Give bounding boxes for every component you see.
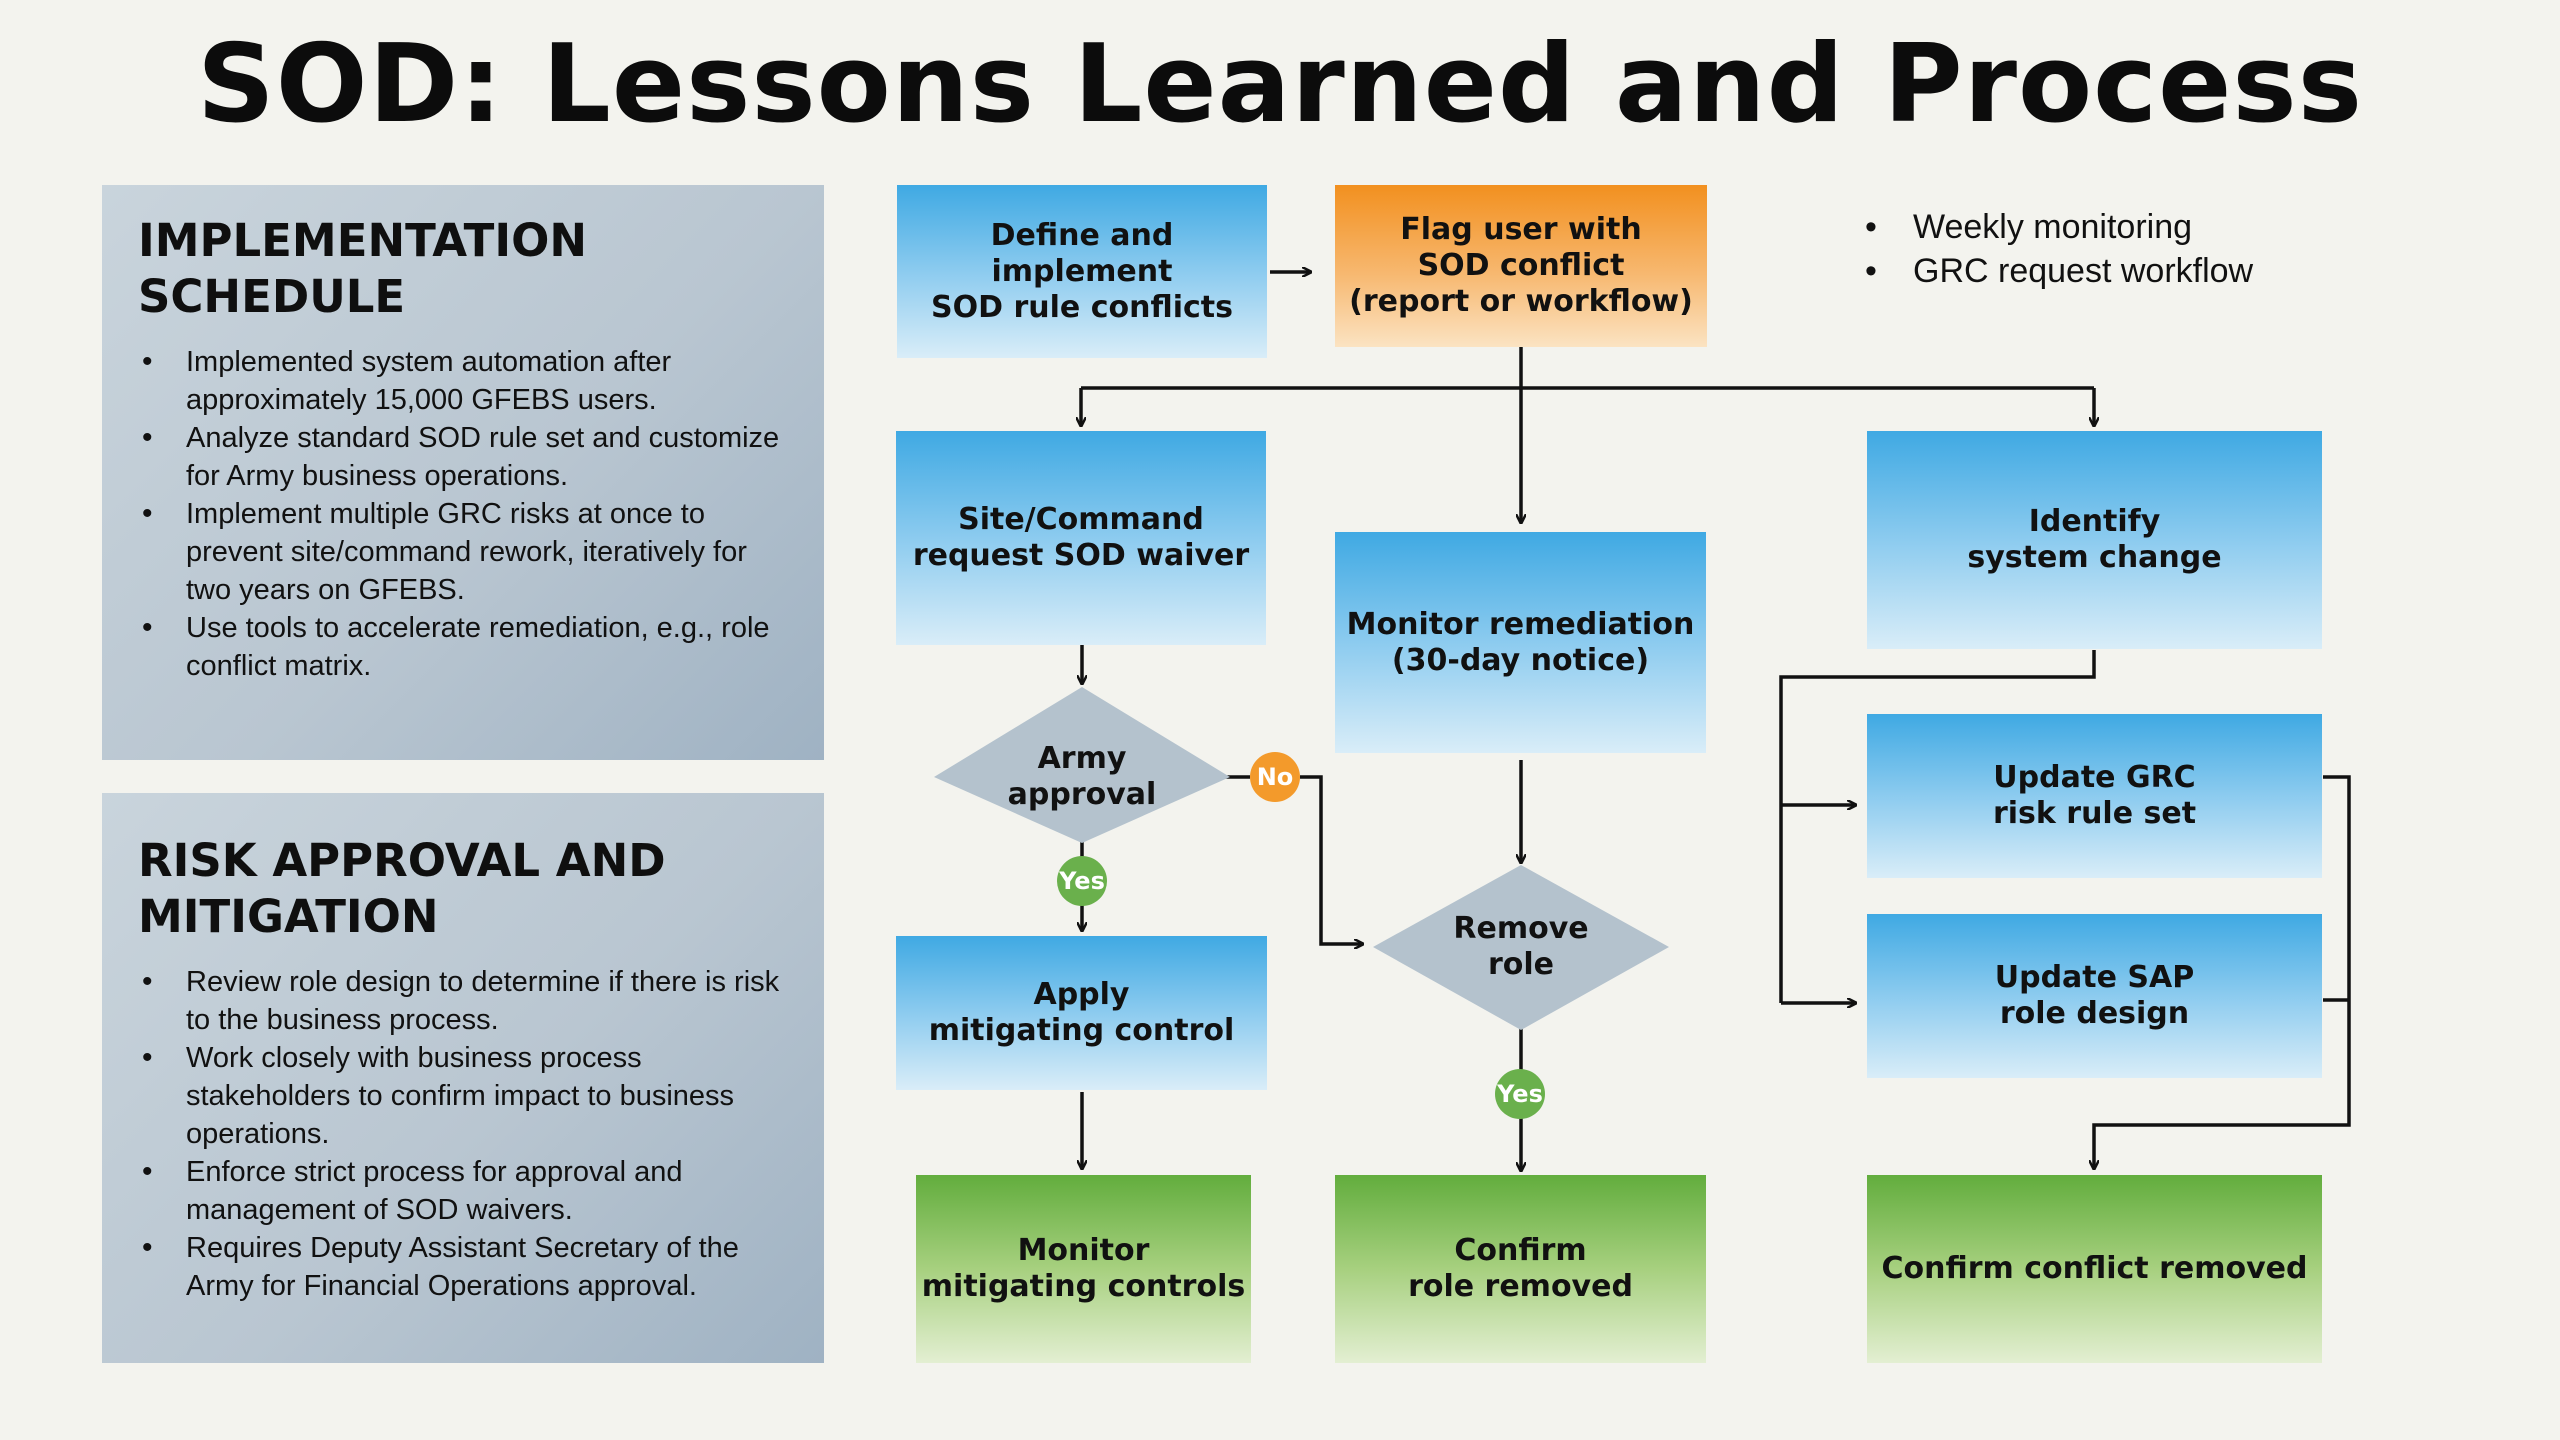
risk-list: Review role design to determine if there… (138, 963, 788, 1305)
apply-mitigating-control-box: Apply mitigating control (896, 936, 1267, 1090)
yes-badge-remove: Yes (1495, 1069, 1545, 1119)
define-sod-rules-box: Define and implement SOD rule conflicts (897, 185, 1267, 358)
army-approval-diamond (934, 687, 1230, 843)
line-identify-branch (1779, 650, 2096, 1003)
monitor-remediation-box: Monitor remediation (30-day notice) (1335, 532, 1706, 753)
implementation-heading: IMPLEMENTATION SCHEDULE (138, 214, 587, 323)
flag-user-box: Flag user with SOD conflict (report or w… (1335, 185, 1707, 347)
yes-badge-approval: Yes (1057, 856, 1107, 906)
list-item: Implement multiple GRC risks at once to … (138, 495, 788, 609)
arrow-updates-to-confirm (2094, 775, 2351, 1168)
update-sap-box: Update SAP role design (1867, 914, 2322, 1078)
list-item: Review role design to determine if there… (138, 963, 788, 1039)
list-item: Requires Deputy Assistant Secretary of t… (138, 1229, 788, 1305)
list-item: Weekly monitoring (1865, 205, 2253, 249)
no-badge: No (1250, 752, 1300, 802)
list-item: Implemented system automation after appr… (138, 343, 788, 419)
identify-system-change-box: Identify system change (1867, 431, 2322, 649)
army-approval-label: Army approval (1007, 741, 1157, 812)
implementation-schedule-panel: IMPLEMENTATION SCHEDULE Implemented syst… (102, 185, 824, 760)
implementation-list: Implemented system automation after appr… (138, 343, 788, 685)
remove-role-diamond (1373, 865, 1669, 1030)
list-item: Analyze standard SOD rule set and custom… (138, 419, 788, 495)
list-item: Enforce strict process for approval and … (138, 1153, 788, 1229)
risk-approval-panel: RISK APPROVAL AND MITIGATION Review role… (102, 793, 824, 1363)
monitor-mitigating-controls-box: Monitor mitigating controls (916, 1175, 1251, 1363)
request-waiver-box: Site/Command request SOD waiver (896, 431, 1266, 645)
list-item: Use tools to accelerate remediation, e.g… (138, 609, 788, 685)
confirm-role-removed-box: Confirm role removed (1335, 1175, 1706, 1363)
confirm-conflict-removed-box: Confirm conflict removed (1867, 1175, 2322, 1363)
arrow-no-to-remove (1300, 775, 1362, 944)
list-item: GRC request workflow (1865, 249, 2253, 293)
monitoring-notes: Weekly monitoring GRC request workflow (1865, 205, 2253, 293)
list-item: Work closely with business process stake… (138, 1039, 788, 1153)
branch-line (1079, 386, 2094, 425)
remove-role-label: Remove role (1453, 911, 1589, 982)
page-title: SOD: Lessons Learned and Process (196, 22, 2363, 147)
update-grc-box: Update GRC risk rule set (1867, 714, 2322, 878)
risk-heading: RISK APPROVAL AND MITIGATION (138, 834, 666, 943)
